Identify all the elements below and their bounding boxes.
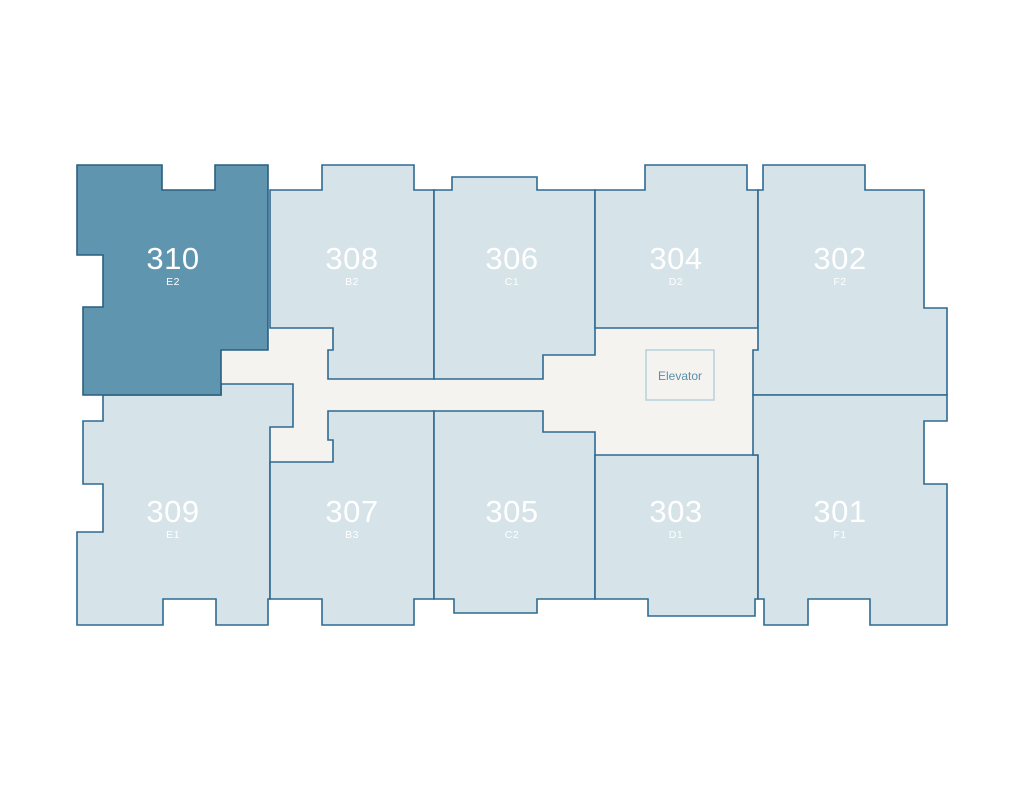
unit-type: B3 [345, 529, 359, 541]
unit-306[interactable]: 306 C1 [433, 176, 596, 380]
unit-302[interactable]: 302 F2 [752, 164, 948, 396]
elevator-box [645, 349, 715, 401]
unit-type: F1 [833, 529, 846, 541]
unit-number: 304 [649, 241, 702, 276]
unit-303[interactable]: 303 D1 [594, 454, 759, 617]
elevator-label: Elevator [658, 369, 702, 383]
unit-302-shape[interactable] [752, 164, 948, 396]
unit-type: B2 [345, 276, 359, 288]
unit-type: E1 [166, 529, 180, 541]
unit-type: D1 [669, 529, 683, 541]
unit-number: 308 [325, 241, 378, 276]
unit-number: 307 [325, 494, 378, 529]
unit-type: D2 [669, 276, 683, 288]
unit-307[interactable]: 307 B3 [269, 410, 435, 626]
unit-305-shape[interactable] [433, 410, 596, 614]
corridor [221, 328, 758, 462]
unit-310[interactable]: 310 E2 [76, 164, 269, 396]
unit-310-shape[interactable] [76, 164, 269, 396]
unit-301-shape[interactable] [752, 394, 948, 626]
unit-type: C2 [505, 529, 519, 541]
unit-301[interactable]: 301 F1 [752, 394, 948, 626]
unit-305[interactable]: 305 C2 [433, 410, 596, 614]
unit-type: C1 [505, 276, 519, 288]
unit-304-shape[interactable] [594, 164, 759, 329]
unit-number: 303 [649, 494, 702, 529]
unit-number: 305 [485, 494, 538, 529]
unit-number: 306 [485, 241, 538, 276]
unit-type: F2 [833, 276, 846, 288]
unit-304[interactable]: 304 D2 [594, 164, 759, 329]
unit-number: 310 [146, 241, 199, 276]
elevator: Elevator [645, 349, 715, 401]
unit-number: 301 [813, 494, 866, 529]
unit-number: 302 [813, 241, 866, 276]
unit-number: 309 [146, 494, 199, 529]
unit-309[interactable]: 309 E1 [76, 383, 294, 626]
unit-309-shape[interactable] [76, 383, 294, 626]
unit-type: E2 [166, 276, 180, 288]
